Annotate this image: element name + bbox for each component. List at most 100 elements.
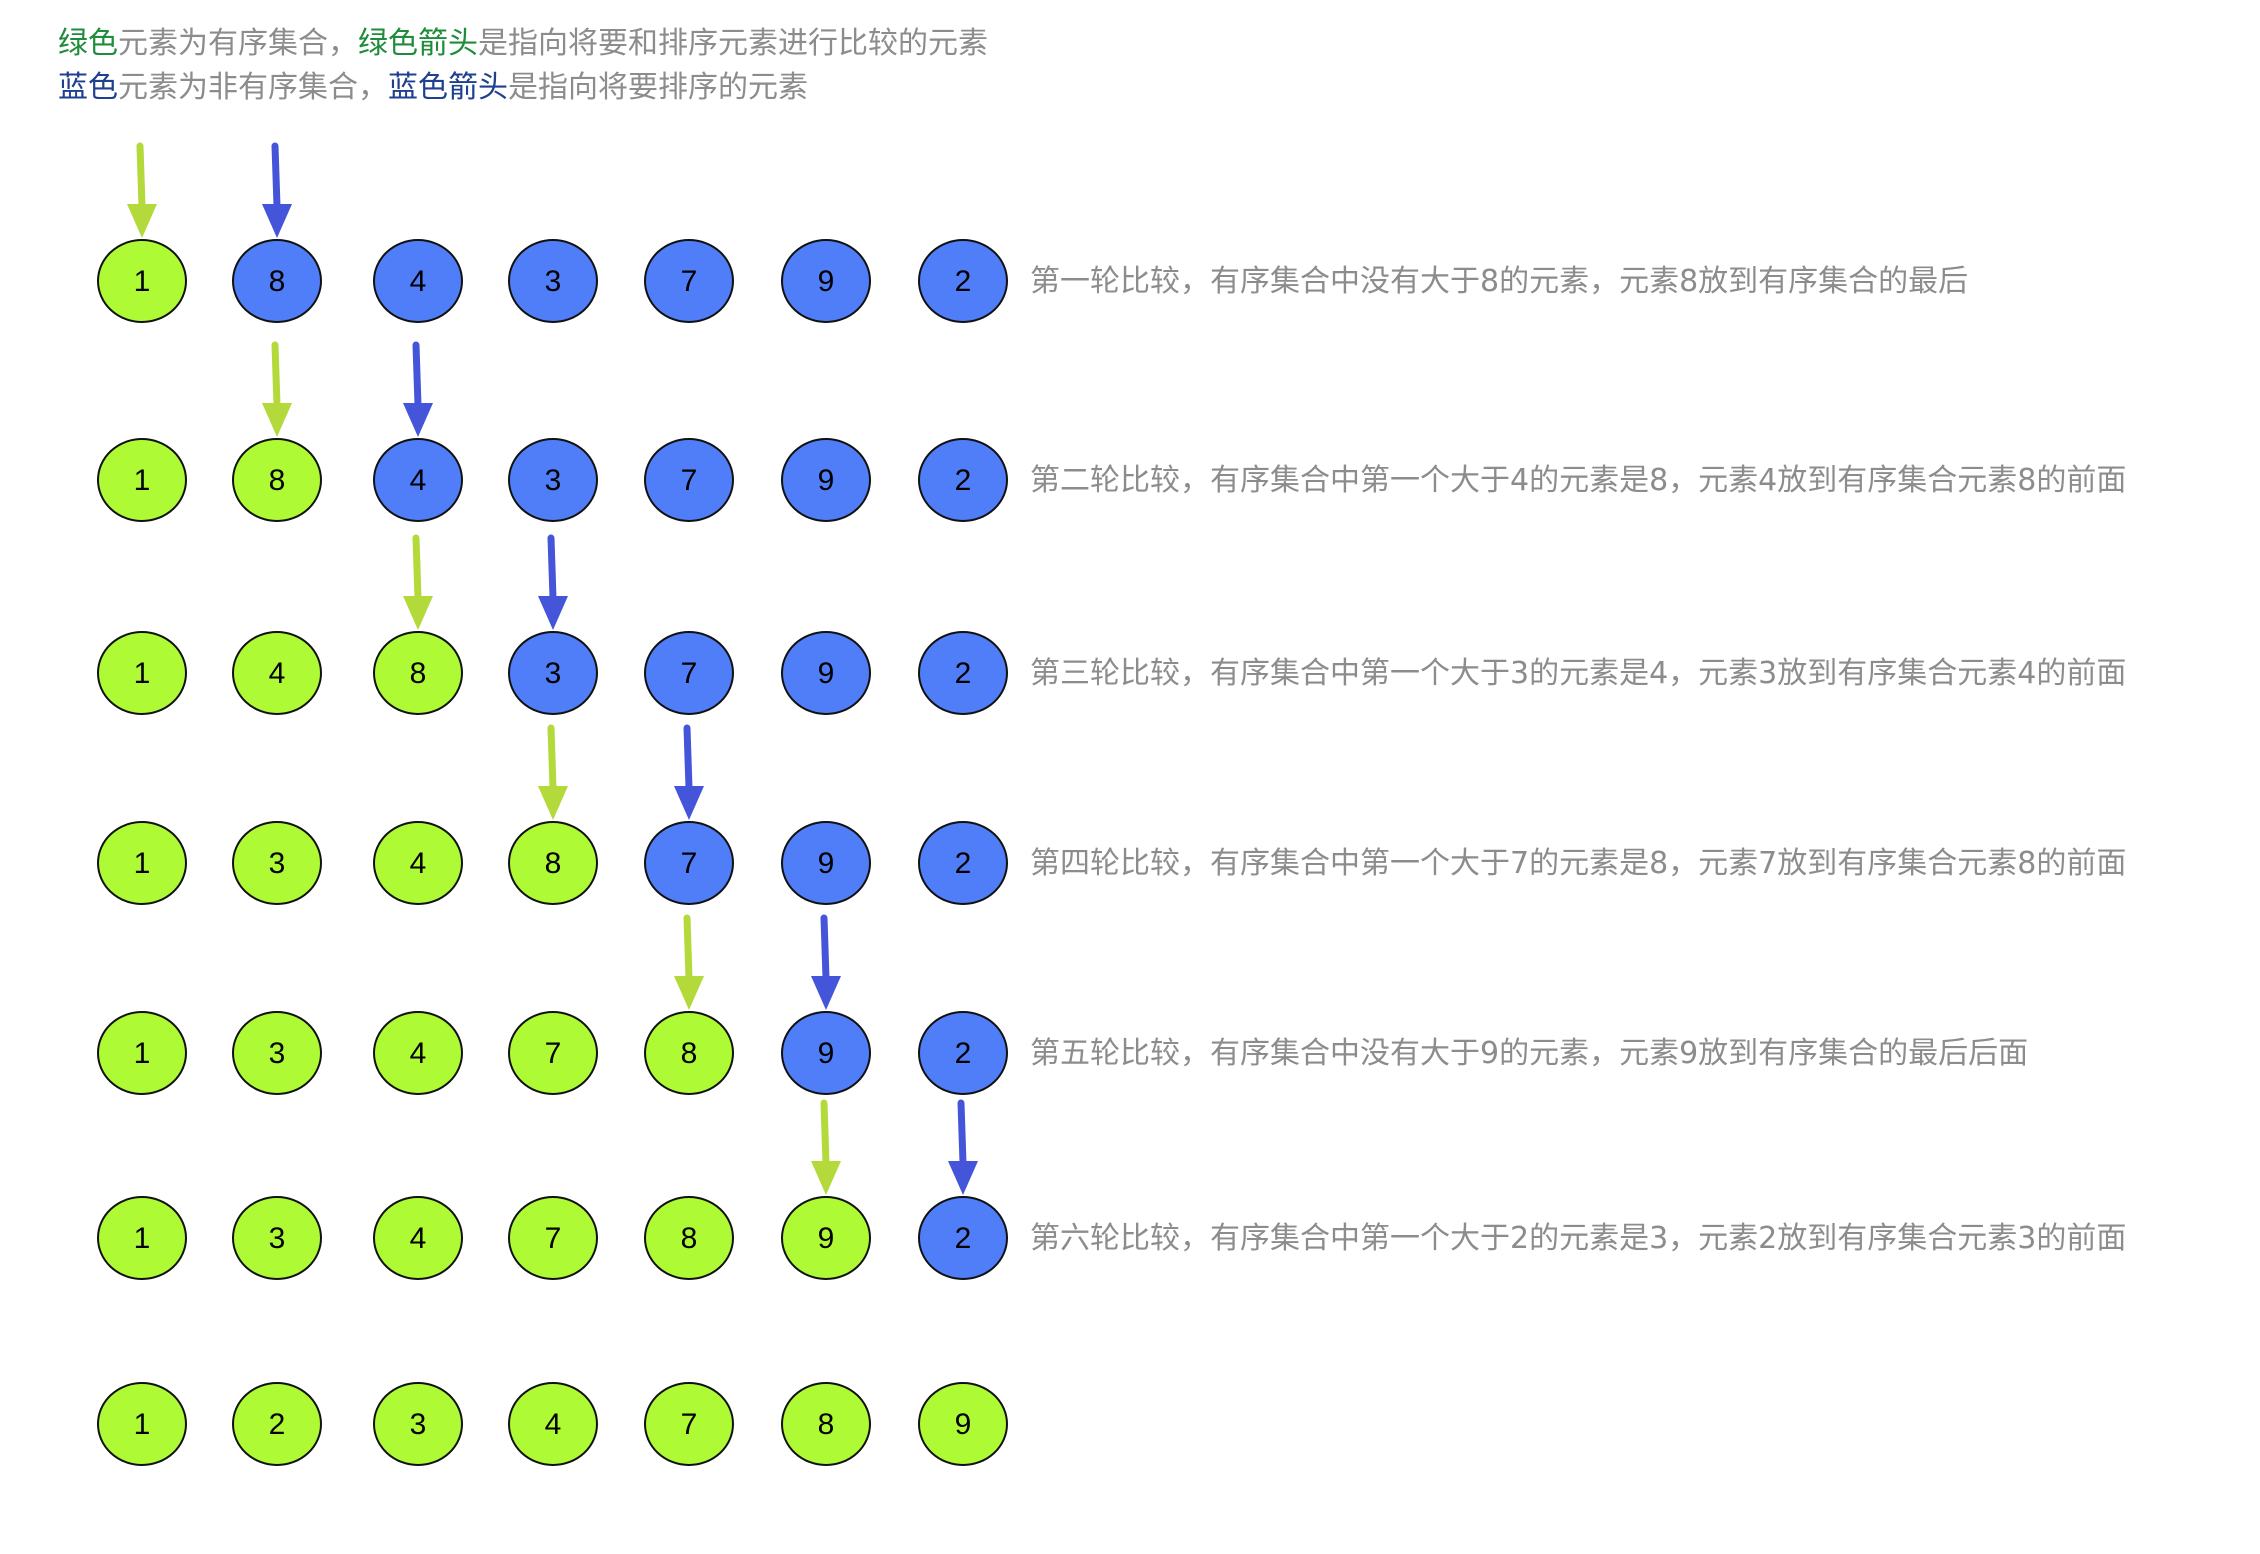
green-arrow-icon [127,142,157,238]
node-value: 7 [681,464,698,497]
node-value: 4 [410,265,427,298]
sorted-node: 4 [232,631,322,715]
node-value: 1 [134,657,151,690]
legend-line-2: 蓝色元素为非有序集合，蓝色箭头是指向将要排序的元素 [58,68,808,108]
unsorted-node: 4 [373,438,463,522]
legend-green-arrow-label: 绿色箭头 [358,26,478,61]
round-caption: 第一轮比较，有序集合中没有大于8的元素，元素8放到有序集合的最后 [1030,264,1968,299]
sorted-node: 3 [232,1011,322,1095]
node-value: 3 [269,1037,286,1070]
node-value: 3 [545,657,562,690]
node-value: 1 [134,1408,151,1441]
unsorted-node: 9 [781,631,871,715]
node-value: 7 [681,1408,698,1441]
legend-line-1: 绿色元素为有序集合，绿色箭头是指向将要和排序元素进行比较的元素 [58,24,988,64]
node-value: 9 [818,847,835,880]
node-value: 2 [955,1037,972,1070]
sorted-node: 9 [918,1382,1008,1466]
node-value: 4 [545,1408,562,1441]
node-value: 2 [955,1222,972,1255]
unsorted-node: 9 [781,239,871,323]
round-caption: 第六轮比较，有序集合中第一个大于2的元素是3，元素2放到有序集合元素3的前面 [1030,1221,2126,1256]
sorted-node: 8 [508,821,598,905]
unsorted-node: 2 [918,1011,1008,1095]
legend-green-label: 绿色 [58,26,118,61]
node-value: 1 [134,847,151,880]
green-arrow-icon [403,534,433,630]
legend-green-arrow-desc: 是指向将要和排序元素进行比较的元素 [478,26,988,61]
sorted-node: 8 [644,1196,734,1280]
node-value: 9 [818,657,835,690]
node-value: 4 [410,1222,427,1255]
sorted-node: 4 [508,1382,598,1466]
sorted-node: 3 [232,1196,322,1280]
unsorted-node: 9 [781,438,871,522]
node-value: 2 [955,847,972,880]
round-caption: 第二轮比较，有序集合中第一个大于4的元素是8，元素4放到有序集合元素8的前面 [1030,463,2126,498]
node-value: 9 [818,1037,835,1070]
blue-arrow-icon [674,724,704,820]
unsorted-node: 2 [918,821,1008,905]
green-arrow-icon [538,724,568,820]
sorted-node: 7 [644,1382,734,1466]
sorted-node: 4 [373,1196,463,1280]
round-row: 1 8 4 3 7 9 2 第二轮比较，有序集合中第一个大于4的元素是8，元素4放到有序集合元… [97,438,2126,522]
round-caption: 第四轮比较，有序集合中第一个大于7的元素是8，元素7放到有序集合元素8的前面 [1030,846,2126,881]
legend-blue-arrow-desc: 是指向将要排序的元素 [508,70,808,105]
node-value: 1 [134,464,151,497]
node-value: 8 [269,464,286,497]
unsorted-node: 4 [373,239,463,323]
blue-arrow-icon [403,341,433,437]
unsorted-node: 3 [508,239,598,323]
sorted-node: 1 [97,1011,187,1095]
unsorted-node: 3 [508,631,598,715]
unsorted-node: 2 [918,239,1008,323]
node-value: 8 [681,1222,698,1255]
sorted-node: 4 [373,1011,463,1095]
unsorted-node: 7 [644,438,734,522]
unsorted-node: 8 [232,239,322,323]
node-value: 3 [269,1222,286,1255]
sorted-node: 1 [97,1382,187,1466]
node-value: 7 [681,847,698,880]
node-value: 2 [955,464,972,497]
unsorted-node: 2 [918,1196,1008,1280]
unsorted-node: 7 [644,631,734,715]
unsorted-node: 2 [918,438,1008,522]
sorted-node: 8 [232,438,322,522]
node-value: 4 [410,1037,427,1070]
node-value: 8 [410,657,427,690]
node-value: 7 [545,1037,562,1070]
node-value: 8 [545,847,562,880]
node-value: 7 [545,1222,562,1255]
node-value: 3 [269,847,286,880]
node-value: 8 [681,1037,698,1070]
unsorted-node: 2 [918,631,1008,715]
sorted-node: 8 [644,1011,734,1095]
sorted-node: 3 [232,821,322,905]
legend-blue-label: 蓝色 [58,70,118,105]
node-value: 1 [134,1222,151,1255]
blue-arrow-icon [262,142,292,238]
round-row: 1 2 3 4 7 8 9 [97,1382,1008,1466]
node-value: 3 [410,1408,427,1441]
sorted-node: 8 [373,631,463,715]
unsorted-node: 3 [508,438,598,522]
node-value: 2 [955,657,972,690]
node-value: 3 [545,464,562,497]
unsorted-node: 9 [781,1011,871,1095]
sorted-node: 7 [508,1196,598,1280]
node-value: 8 [818,1408,835,1441]
node-value: 2 [269,1408,286,1441]
node-value: 2 [955,265,972,298]
sorted-node: 2 [232,1382,322,1466]
node-value: 1 [134,1037,151,1070]
green-arrow-icon [674,914,704,1010]
sorted-node: 1 [97,239,187,323]
node-value: 4 [269,657,286,690]
node-value: 4 [410,464,427,497]
legend-blue-desc: 元素为非有序集合， [118,70,388,105]
